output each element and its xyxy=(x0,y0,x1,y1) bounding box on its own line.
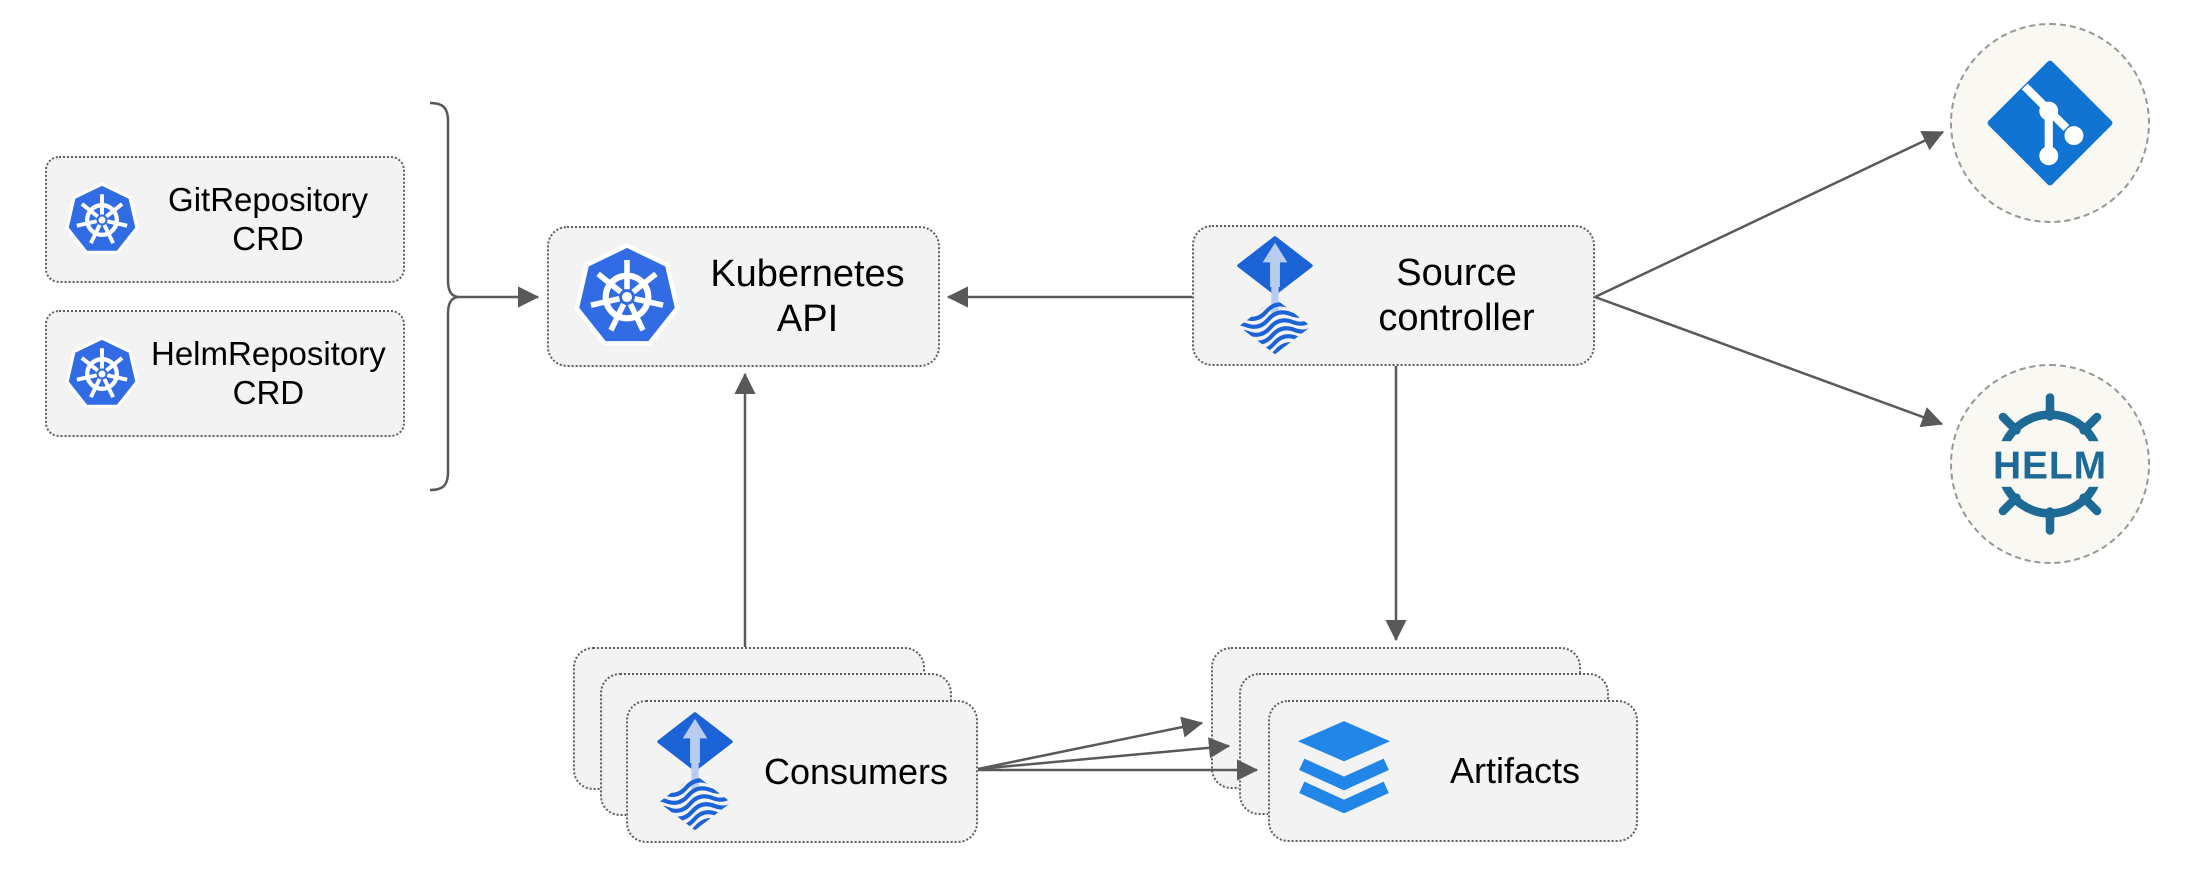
node-git-endpoint xyxy=(1950,23,2150,223)
flux-icon xyxy=(657,711,733,830)
helm-icon: HELM xyxy=(1975,393,2125,535)
node-kubernetes-api: Kubernetes API xyxy=(547,226,940,367)
kubernetes-icon xyxy=(65,336,139,408)
edge-source-to-helm xyxy=(1594,295,1944,428)
crd-group-bracket xyxy=(429,101,459,492)
node-helmrepository-crd: HelmRepository CRD xyxy=(45,310,405,437)
layers-icon xyxy=(1297,721,1391,814)
node-source-controller: Source controller xyxy=(1192,225,1595,366)
kubernetes-icon xyxy=(574,242,680,346)
node-label: Consumers xyxy=(763,750,949,792)
node-consumers: Consumers xyxy=(626,700,978,843)
git-icon xyxy=(1987,60,2113,186)
node-label: Source controller xyxy=(1378,251,1535,339)
edge-consumers-to-artifacts-1 xyxy=(977,716,1204,771)
node-helm-endpoint: HELM xyxy=(1950,364,2150,564)
flux-icon xyxy=(1237,235,1313,354)
edge-consumers-to-artifacts-2 xyxy=(977,737,1231,771)
node-label: HelmRepository CRD xyxy=(151,334,386,411)
node-gitrepository-crd: GitRepository CRD xyxy=(45,156,405,283)
node-artifacts: Artifacts xyxy=(1268,700,1638,842)
node-label: Kubernetes API xyxy=(710,252,905,340)
node-label: GitRepository CRD xyxy=(168,180,368,257)
node-label: Artifacts xyxy=(1449,750,1581,791)
helm-logo-text: HELM xyxy=(1993,444,2107,487)
edge-source-to-git xyxy=(1594,130,1945,299)
kubernetes-icon xyxy=(65,182,139,254)
